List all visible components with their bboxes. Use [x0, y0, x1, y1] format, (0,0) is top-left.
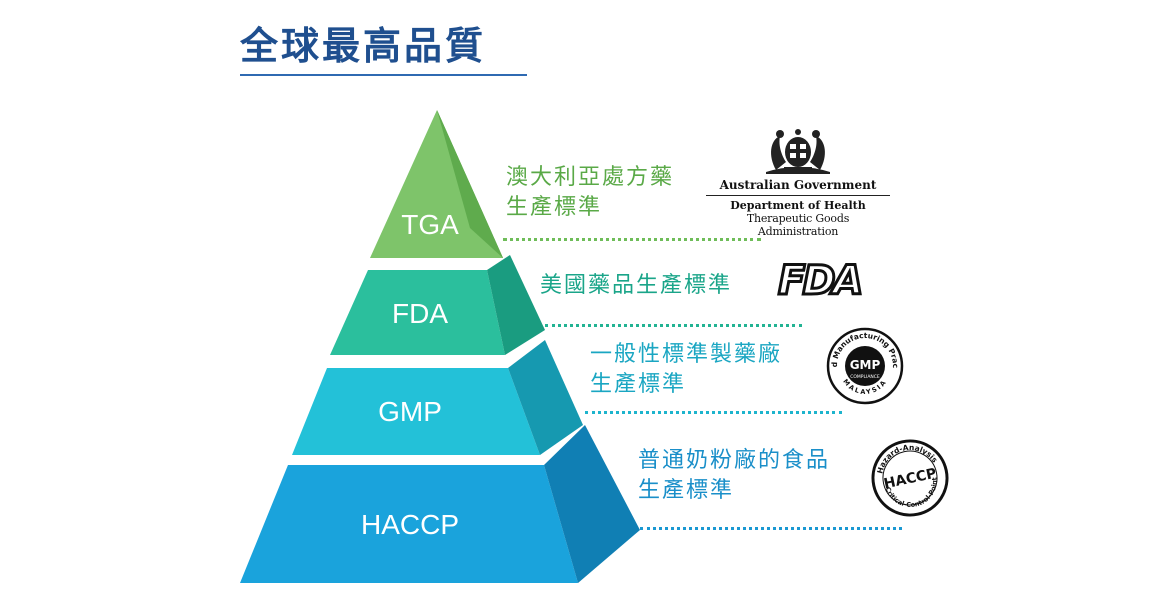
tga-logo-line-2: Department of Health — [730, 199, 866, 212]
fda-tier-front — [330, 270, 505, 355]
gmp-center-text: GMP — [850, 358, 881, 372]
gmp-tier-side — [508, 340, 583, 455]
tier-description-gmp: 一般性標準製藥廠 生產標準 — [590, 340, 782, 400]
australian-government-logo: Australian Government Department of Heal… — [706, 126, 890, 238]
gmp-desc-line-1: 一般性標準製藥廠 — [590, 342, 783, 367]
fda-logo-text: FDA — [777, 257, 865, 306]
tga-desc-line-2: 生產標準 — [506, 195, 603, 220]
gmp-tier-front — [292, 368, 540, 455]
tga-desc-line-1: 澳大利亞處方藥 — [506, 165, 675, 190]
tier-label-gmp: GMP — [378, 396, 442, 427]
gmp-sub-text: COMPLIANCE — [850, 374, 880, 380]
tier-description-fda: 美國藥品生產標準 — [540, 271, 732, 301]
haccp-tier-front — [240, 465, 578, 583]
title-underline — [240, 74, 527, 76]
haccp-badge-icon: Hazard-Analysis Critical-Control-Point H… — [871, 438, 949, 517]
gmp-badge-icon: Good Manufacturing Practice MALAYSIA GMP… — [826, 327, 904, 405]
tier-label-fda: FDA — [392, 298, 448, 329]
tier-description-haccp: 普通奶粉廠的食品 生產標準 — [638, 446, 830, 506]
leader-line-tga — [503, 238, 761, 241]
tier-label-tga: TGA — [401, 209, 459, 240]
leader-line-fda — [545, 324, 802, 327]
page-title: 全球最高品質 — [240, 24, 487, 68]
fda-desc-line-1: 美國藥品生產標準 — [540, 273, 733, 298]
tga-logo-line-3: Therapeutic Goods Administration — [746, 212, 850, 238]
leader-line-haccp — [640, 527, 902, 530]
gmp-desc-line-2: 生產標準 — [590, 372, 687, 397]
tga-tier-side-face — [437, 110, 503, 258]
tier-description-tga: 澳大利亞處方藥 生產標準 — [506, 163, 674, 223]
coat-of-arms-icon — [766, 129, 830, 174]
haccp-tier-side — [544, 425, 640, 583]
haccp-desc-line-2: 生產標準 — [638, 478, 735, 503]
haccp-desc-line-1: 普通奶粉廠的食品 — [638, 448, 831, 473]
fda-tier-side — [487, 255, 545, 355]
tier-label-haccp: HACCP — [360, 509, 459, 540]
leader-line-gmp — [585, 411, 842, 414]
fda-logo: FDA — [777, 257, 873, 306]
tga-logo-line-1: Australian Government — [719, 178, 877, 192]
